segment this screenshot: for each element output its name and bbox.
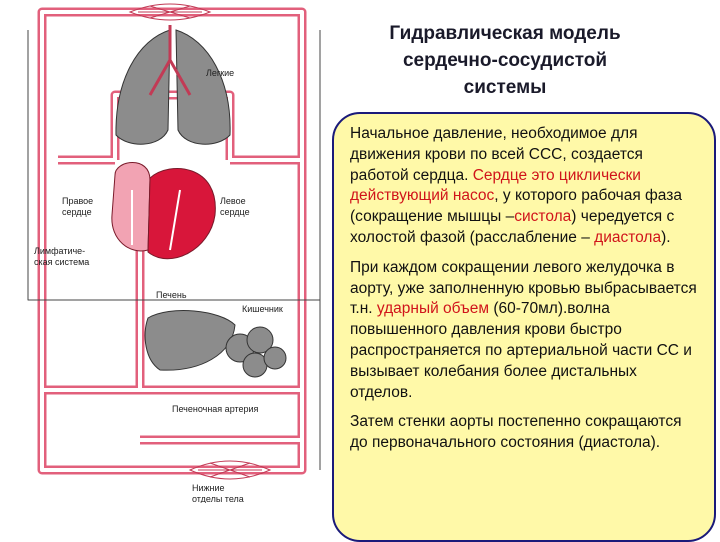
label-left-heart-2: сердце <box>220 207 250 217</box>
paragraph-systole-diastole: Начальное давление, необходимое для движ… <box>350 124 702 249</box>
label-lymph-2: ская система <box>34 257 89 267</box>
p2-text-2: (60-70мл).волна повышенного давления кро… <box>350 300 692 401</box>
p1-text-2: , у которого рабочая фаза (сокращение мы… <box>350 187 682 226</box>
p1-highlight-diastole: диастола <box>594 228 662 246</box>
label-right-heart-2: сердце <box>62 207 92 217</box>
paragraph-aorta-recoil: Затем стенки аорты постепенно сокращаютс… <box>350 412 702 454</box>
label-lungs: Легкие <box>206 68 234 78</box>
p1-text-3: ) чередуется с холостой фазой (расслабле… <box>350 208 675 246</box>
p1-highlight-systole: систола <box>514 208 572 226</box>
label-intestine: Кишечник <box>242 304 283 314</box>
p2-highlight-stroke-volume: ударный объем <box>376 300 490 318</box>
p1-text-4: ). <box>661 228 671 246</box>
label-lower-body-2: отделы тела <box>192 494 244 503</box>
label-liver: Печень <box>156 290 187 300</box>
p1-highlight-pump: Сердце это циклически действующий насос <box>350 166 641 205</box>
label-lower-body-1: Нижние <box>192 483 225 493</box>
intestine <box>225 326 287 378</box>
diagram-labels: Легкие Правое сердце Левое сердце Лимфат… <box>34 68 283 503</box>
label-hepatic-artery: Печеночная артерия <box>172 404 259 414</box>
cardiovascular-diagram: Легкие Правое сердце Левое сердце Лимфат… <box>27 3 321 503</box>
explanation-box: Начальное давление, необходимое для движ… <box>332 112 716 542</box>
label-left-heart-1: Левое <box>220 196 246 206</box>
heart <box>111 162 216 260</box>
capillary-bed-bottom <box>188 460 272 480</box>
label-lymph-1: Лимфатиче- <box>34 246 85 256</box>
liver <box>144 310 236 371</box>
lungs <box>115 25 231 145</box>
p1-text-1: Начальное давление, необходимое для движ… <box>350 125 643 184</box>
paragraph-stroke-volume: При каждом сокращении левого желудочка в… <box>350 258 702 404</box>
slide-title: Гидравлическая модель сердечно-сосудисто… <box>389 23 621 98</box>
label-right-heart-1: Правое <box>62 196 93 206</box>
capillary-bed-top <box>128 3 212 21</box>
p2-text-1: При каждом сокращении левого желудочка в… <box>350 258 697 318</box>
p3-text-1: Затем стенки аорты постепенно сокращаютс… <box>350 413 682 452</box>
